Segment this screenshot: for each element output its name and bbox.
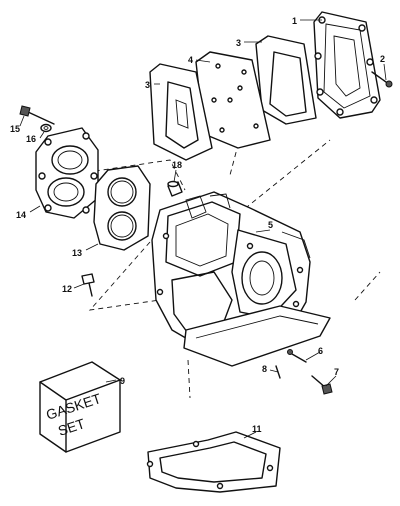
callout-4: 4: [188, 55, 193, 65]
callout-13: 13: [72, 248, 82, 258]
callout-numbers: 1 2 3 4 3 5 6 7 8 9 11 12 13 14 15 16 18: [10, 16, 385, 434]
cylinder-block: [151, 191, 331, 367]
flange-bolt-short: [287, 349, 307, 363]
head-bolt: [19, 105, 55, 125]
leader-lines: [19, 19, 387, 439]
divider-plate: [195, 51, 271, 149]
base-gasket: [146, 431, 281, 493]
head-gasket: [93, 165, 151, 251]
callout-12: 12: [62, 284, 72, 294]
cover-screw: [371, 71, 393, 88]
callout-11: 11: [252, 424, 262, 434]
exhaust-gasket-outer: [255, 35, 317, 125]
callout-9: 9: [120, 376, 125, 386]
callout-15: 15: [10, 124, 20, 134]
dowel-pin: [167, 180, 183, 197]
callout-3a: 3: [236, 38, 241, 48]
callout-16: 16: [26, 134, 36, 144]
block-bolt: [81, 273, 95, 297]
cylinder-head: [35, 127, 99, 219]
callout-18: 18: [172, 160, 182, 170]
callout-2: 2: [380, 54, 385, 64]
exhaust-gasket-inner: [149, 63, 213, 161]
callout-3b: 3: [145, 80, 150, 90]
exhaust-cover: [313, 11, 381, 119]
gasket-set-box: GASKET SET: [39, 361, 121, 453]
flange-bolt-long: [311, 375, 333, 395]
callout-1: 1: [292, 16, 297, 26]
washer: [40, 123, 52, 133]
callout-14: 14: [16, 210, 26, 220]
callout-7: 7: [334, 367, 339, 377]
callout-6: 6: [318, 346, 323, 356]
callout-5: 5: [268, 220, 273, 230]
callout-8: 8: [262, 364, 267, 374]
